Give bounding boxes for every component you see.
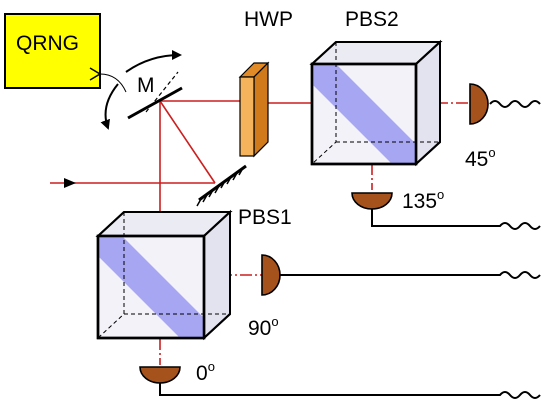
rotation-arrow-up-icon xyxy=(125,50,182,73)
flip-mirror-surface xyxy=(127,86,183,120)
signal-wire-90 xyxy=(280,271,541,279)
pbs1-label: PBS1 xyxy=(238,206,292,229)
rotation-arrow-down-icon xyxy=(100,83,119,130)
qrng-box: QRNG xyxy=(4,13,102,89)
signal-wire-45 xyxy=(489,100,541,108)
detector-90-icon xyxy=(261,254,281,296)
fixed-mirror xyxy=(196,164,247,207)
qrng-control-line xyxy=(99,73,127,93)
flip-mirror-alt-position xyxy=(145,71,179,113)
detector-135-label: 135o xyxy=(402,187,444,213)
detector-90-label: 90o xyxy=(248,314,279,340)
detector-0-icon xyxy=(139,366,181,384)
flip-mirror xyxy=(127,71,183,120)
signal-wire-135 xyxy=(371,209,541,230)
detector-45-label: 45o xyxy=(465,145,496,171)
hwp-front xyxy=(239,76,255,157)
qrng-label: QRNG xyxy=(16,32,79,55)
hwp-label: HWP xyxy=(244,8,293,31)
mirror-label: M xyxy=(137,74,155,97)
pbs1-cube xyxy=(95,209,233,341)
input-beam-arrow-icon xyxy=(64,178,76,188)
qrng-rect xyxy=(4,13,101,89)
pbs2-cube xyxy=(309,39,443,167)
half-wave-plate xyxy=(238,61,270,158)
pbs2-diagonal xyxy=(312,64,416,164)
fixed-mirror-surface xyxy=(198,164,247,202)
detector-135-icon xyxy=(351,192,393,210)
pbs2-label: PBS2 xyxy=(345,8,399,31)
detector-45-icon xyxy=(469,83,489,125)
beam-mirror-to-flip xyxy=(159,100,216,184)
detector-0-label: 0o xyxy=(196,359,215,385)
hwp-side xyxy=(253,61,269,158)
signal-wire-0 xyxy=(159,383,541,399)
